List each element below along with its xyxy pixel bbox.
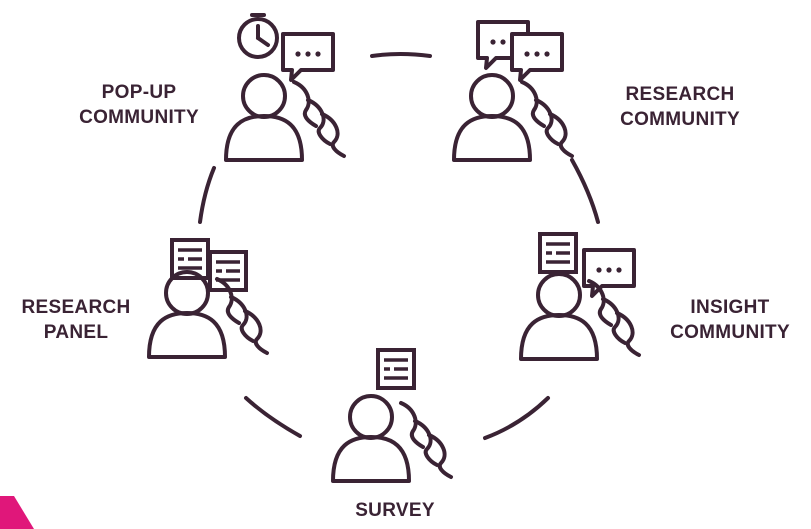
documents-icon bbox=[170, 238, 248, 292]
node-survey bbox=[331, 348, 453, 483]
label-line: RESEARCH bbox=[21, 297, 131, 318]
person-group-icon bbox=[224, 73, 346, 162]
connector-arc-left bbox=[198, 166, 216, 224]
node-insight-community bbox=[519, 232, 641, 361]
label-research-community: RESEARCH COMMUNITY bbox=[600, 82, 760, 132]
connector-arc-bottom-left bbox=[244, 396, 302, 438]
connector-arc-right bbox=[570, 158, 600, 224]
speech-bubble-icon bbox=[582, 248, 636, 298]
person-group-icon bbox=[147, 270, 269, 359]
label-line: RESEARCH bbox=[625, 84, 735, 105]
node-research-panel bbox=[147, 238, 269, 359]
cycle-arcs bbox=[198, 52, 600, 440]
label-research-panel: RESEARCH PANEL bbox=[6, 295, 146, 345]
label-insight-community: INSIGHT COMMUNITY bbox=[652, 295, 808, 345]
label-line: POP-UP bbox=[101, 82, 177, 103]
label-line: INSIGHT bbox=[690, 297, 770, 318]
node-pop-up-community bbox=[224, 13, 346, 162]
connector-arc-top bbox=[370, 52, 432, 58]
node-research-community bbox=[452, 20, 574, 162]
label-line: SURVEY bbox=[355, 500, 435, 521]
document-icon bbox=[376, 348, 416, 390]
person-group-icon bbox=[452, 73, 574, 162]
label-line: PANEL bbox=[43, 322, 109, 343]
speech-bubble-icon bbox=[281, 32, 335, 82]
label-pop-up-community: POP-UP COMMUNITY bbox=[58, 80, 220, 130]
label-line: COMMUNITY bbox=[620, 109, 740, 130]
clock-icon bbox=[237, 13, 279, 59]
document-icon bbox=[538, 232, 578, 274]
label-line: COMMUNITY bbox=[79, 107, 199, 128]
person-group-icon bbox=[331, 394, 453, 483]
accent-corner-shape bbox=[0, 496, 34, 529]
speech-bubbles-icon bbox=[476, 20, 564, 82]
connector-arc-bottom-right bbox=[483, 396, 550, 440]
label-survey: SURVEY bbox=[330, 498, 460, 523]
label-line: COMMUNITY bbox=[670, 322, 790, 343]
